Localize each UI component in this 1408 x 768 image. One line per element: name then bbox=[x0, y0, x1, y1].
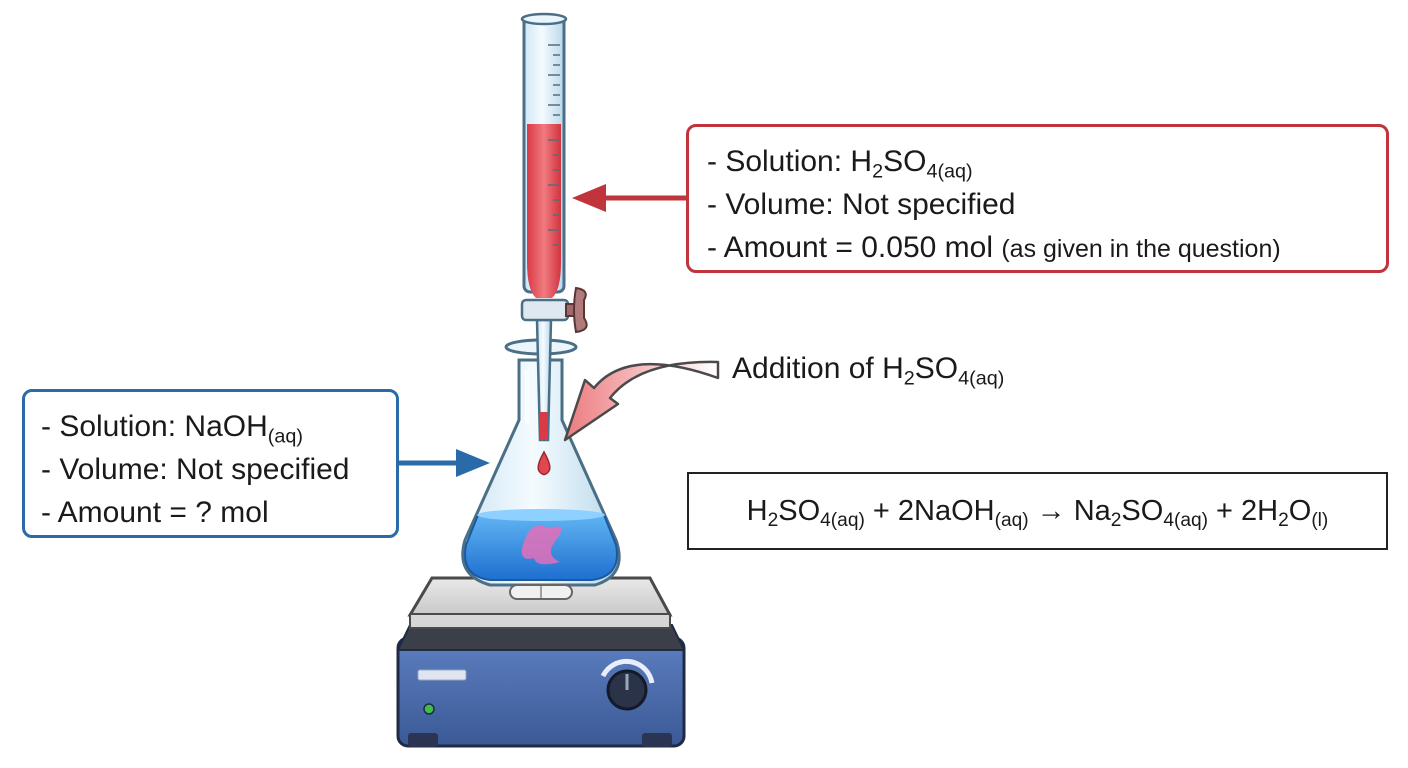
addition-arrow bbox=[563, 360, 720, 442]
burette-pointer-arrow bbox=[572, 184, 686, 212]
addition-label: Addition of H2SO4(aq) bbox=[732, 352, 1005, 390]
eq-sub-l: (l) bbox=[1311, 510, 1329, 532]
burette-info-box: - Solution: H2SO4(aq) - Volume: Not spec… bbox=[686, 124, 1389, 273]
burette-amount-note: (as given in the question) bbox=[1001, 235, 1281, 263]
eq-so: SO bbox=[778, 495, 821, 527]
burette-solution-sub1: 2 bbox=[872, 160, 884, 183]
burette-icon bbox=[520, 12, 568, 476]
eq-plus-h: + 2H bbox=[1207, 495, 1279, 527]
stopcock-icon[interactable] bbox=[520, 286, 588, 334]
hot-plate-stirrer-icon bbox=[396, 576, 686, 748]
eq-so-2: SO bbox=[1121, 495, 1164, 527]
power-led-icon bbox=[423, 703, 435, 715]
eq-sub-aq: (aq) bbox=[994, 510, 1029, 532]
eq-o: O bbox=[1288, 495, 1312, 527]
eq-sub-4aq-2: 4(aq) bbox=[1163, 510, 1208, 532]
reaction-equation-box: H2SO4(aq) + 2NaOH(aq) → Na2SO4(aq) + 2H2… bbox=[687, 472, 1388, 550]
flask-pointer-arrow bbox=[399, 449, 490, 477]
burette-solution-line: - Solution: H2SO4(aq) bbox=[707, 140, 1386, 183]
flask-volume-line: - Volume: Not specified bbox=[41, 453, 350, 486]
eq-plus-naoh: + 2NaOH bbox=[864, 495, 995, 527]
flask-solution-prefix: - Solution: NaOH bbox=[41, 410, 268, 443]
flask-amount-line: - Amount = ? mol bbox=[41, 496, 269, 529]
burette-amount-line: - Amount = 0.050 mol (as given in the qu… bbox=[707, 226, 1386, 271]
flask-info-box: - Solution: NaOH(aq) - Volume: Not speci… bbox=[22, 389, 399, 538]
burette-solution-sub2: 4(aq) bbox=[926, 160, 973, 183]
addition-prefix: Addition of H bbox=[732, 352, 904, 385]
flask-solution-sub: (aq) bbox=[267, 425, 303, 448]
flask-solution-line: - Solution: NaOH(aq) bbox=[41, 405, 396, 448]
eq-sub-4aq: 4(aq) bbox=[820, 510, 865, 532]
addition-sub2: 4(aq) bbox=[958, 367, 1005, 390]
eq-h: H bbox=[746, 495, 768, 527]
eq-sub-2b: 2 bbox=[1110, 510, 1122, 532]
burette-solution-prefix: - Solution: H bbox=[707, 145, 873, 178]
burette-amount-value: - Amount = 0.050 mol bbox=[707, 231, 993, 264]
stir-bar-icon bbox=[509, 584, 573, 600]
burette-volume-line: - Volume: Not specified bbox=[707, 188, 1016, 221]
eq-sub-2a: 2 bbox=[767, 510, 779, 532]
burette-solution-mid: SO bbox=[883, 145, 927, 178]
addition-mid: SO bbox=[914, 352, 959, 385]
control-knob-icon[interactable] bbox=[600, 658, 655, 711]
eq-arrow-na: → Na bbox=[1028, 495, 1111, 527]
addition-sub1: 2 bbox=[903, 367, 915, 390]
eq-sub-2c: 2 bbox=[1278, 510, 1289, 532]
